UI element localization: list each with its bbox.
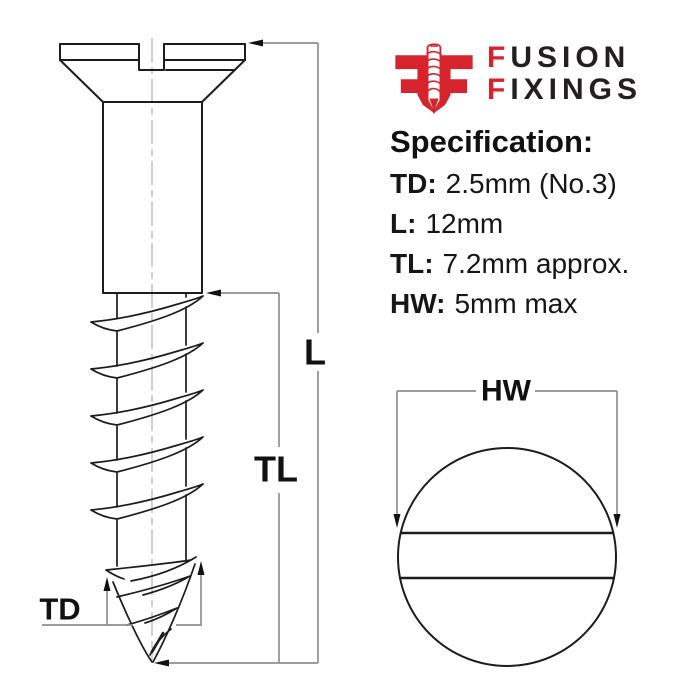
arrowhead-l-top	[248, 39, 263, 47]
head-top-view-diagram: HW	[393, 375, 621, 667]
arrowhead-tl-top	[206, 289, 221, 297]
logo-line2: FIXINGS	[487, 74, 642, 106]
spec-row-td: TD: 2.5mm (No.3)	[390, 164, 629, 204]
screw-shank-outline	[102, 101, 203, 294]
spec-label: TD:	[390, 168, 437, 199]
spec-value: 12mm	[425, 208, 504, 239]
arrowhead-l-bottom	[154, 659, 169, 667]
logo-wordmark: FUSION FIXINGS	[487, 42, 642, 106]
screw-head-circle	[397, 447, 617, 667]
dimension-tl: TL	[206, 289, 298, 663]
screw-thread-outline	[90, 293, 204, 663]
logo-line1-initial: F	[487, 41, 511, 74]
logo-line2-initial: F	[487, 73, 511, 106]
spec-row-l: L: 12mm	[390, 204, 629, 244]
spec-row-tl: TL: 7.2mm approx.	[390, 244, 629, 284]
logo-line1-rest: USION	[510, 41, 631, 74]
logo-screw-glyph	[426, 43, 443, 115]
side-view-diagram: L TL TD	[39, 38, 326, 667]
dimension-l: L	[154, 39, 326, 667]
fusion-fixings-logo-icon	[395, 43, 473, 115]
logo-line2-rest: IXINGS	[510, 73, 643, 106]
dimension-hw-label: HW	[481, 375, 532, 408]
arrowhead-hw-left	[393, 514, 401, 528]
arrowhead-td-left	[103, 577, 111, 591]
logo-f-shapes	[395, 55, 473, 113]
arrowhead-hw-right	[613, 514, 621, 528]
spec-row-hw: HW: 5mm max	[390, 284, 629, 324]
spec-value: 5mm max	[454, 288, 578, 319]
dimension-l-label: L	[304, 332, 326, 373]
dimension-hw: HW	[393, 375, 621, 528]
slot-lines	[399, 531, 615, 580]
screw-head-outline	[59, 43, 246, 103]
spec-label: TL:	[390, 248, 434, 279]
spec-label: L:	[390, 208, 417, 239]
dimension-tl-label: TL	[254, 449, 298, 490]
arrowhead-td-right	[197, 561, 205, 575]
spec-label: HW:	[390, 288, 446, 319]
spec-value: 2.5mm (No.3)	[445, 168, 617, 199]
spec-value: 7.2mm approx.	[442, 248, 630, 279]
logo-line1: FUSION	[487, 42, 642, 74]
dimension-td: TD	[39, 561, 205, 627]
specification-heading: Specification:	[390, 124, 594, 159]
dimension-td-label: TD	[39, 592, 80, 627]
specification-list: TD:2.5mm (No.3) L:12mm TL:7.2mm approx. …	[390, 164, 629, 324]
